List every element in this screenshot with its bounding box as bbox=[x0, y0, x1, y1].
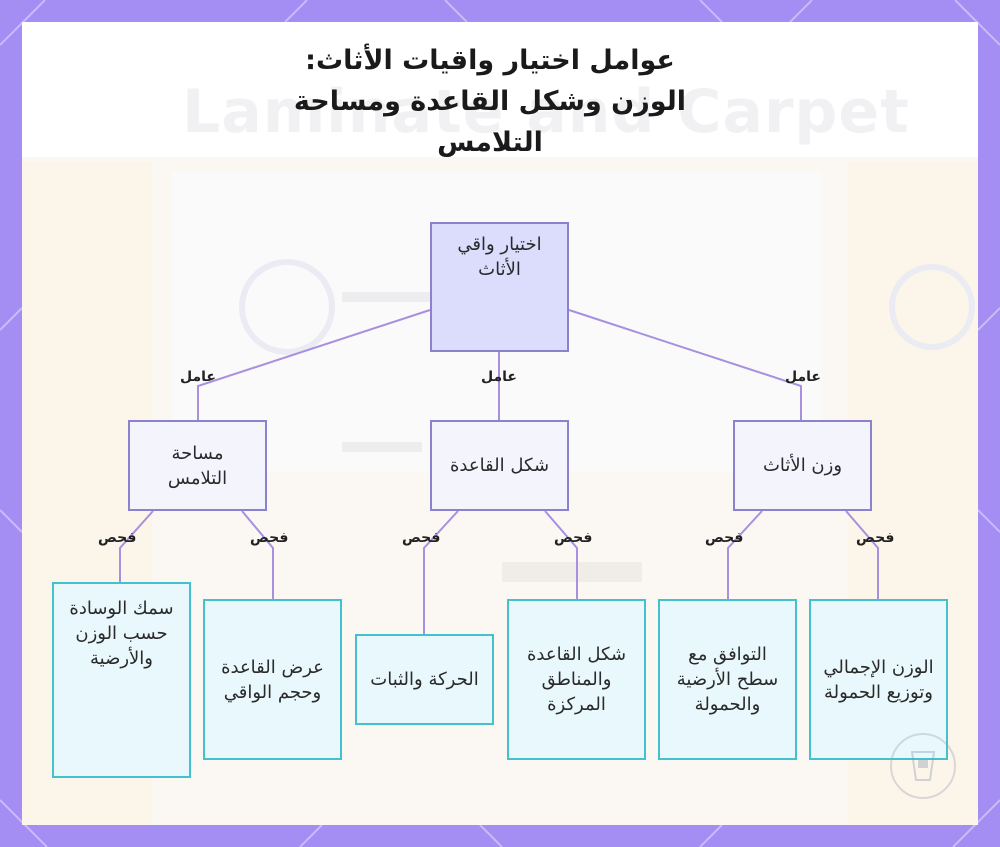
check-label: سمك الوسادة حسب الوزن والأرضية bbox=[69, 598, 174, 669]
edge-root-to-weight bbox=[568, 309, 802, 420]
factor-node-base-shape: شكل القاعدة bbox=[430, 420, 569, 511]
edge-label-check: فحص bbox=[250, 530, 289, 546]
edge-contact-to-width bbox=[241, 510, 274, 599]
check-node-base-shape-areas: شكل القاعدة والمناطق المركزة bbox=[507, 599, 646, 760]
cup-logo-icon bbox=[890, 733, 956, 799]
edge-base-to-movement bbox=[423, 510, 459, 634]
check-label: الحركة والثبات bbox=[370, 669, 479, 690]
check-node-movement-stability: الحركة والثبات bbox=[355, 634, 494, 725]
edge-weight-to-compat bbox=[727, 510, 763, 599]
edge-base-to-shape bbox=[544, 510, 578, 599]
edge-label-check: فحص bbox=[554, 530, 593, 546]
edge-label-factor: عامل bbox=[180, 369, 216, 385]
edge-label-check: فحص bbox=[705, 530, 744, 546]
check-node-total-weight: الوزن الإجمالي وتوزيع الحمولة bbox=[809, 599, 948, 760]
check-label: الوزن الإجمالي وتوزيع الحمولة bbox=[823, 656, 934, 703]
edge-label-check: فحص bbox=[856, 530, 895, 546]
factor-node-contact-area: مساحة التلامس bbox=[128, 420, 267, 511]
root-node: اختيار واقي الأثاث bbox=[430, 222, 569, 352]
check-node-base-width: عرض القاعدة وحجم الواقي bbox=[203, 599, 342, 760]
edge-contact-to-thickness bbox=[119, 510, 154, 582]
edge-weight-to-total bbox=[845, 510, 879, 599]
edge-label-factor: عامل bbox=[785, 369, 821, 385]
diagram-title: عوامل اختيار واقيات الأثاث: الوزن وشكل ا… bbox=[280, 40, 700, 163]
check-label: عرض القاعدة وحجم الواقي bbox=[221, 656, 324, 703]
edge-label-check: فحص bbox=[98, 530, 137, 546]
check-label: شكل القاعدة والمناطق المركزة bbox=[526, 644, 627, 715]
factor-label: مساحة التلامس bbox=[167, 442, 228, 489]
edge-root-to-contact-area bbox=[197, 309, 431, 420]
edge-label-check: فحص bbox=[402, 530, 441, 546]
edge-label-factor: عامل bbox=[481, 369, 517, 385]
title-line-2: الوزن وشكل القاعدة ومساحة bbox=[293, 86, 687, 117]
factor-label: وزن الأثاث bbox=[762, 455, 843, 476]
factor-node-furniture-weight: وزن الأثاث bbox=[733, 420, 872, 511]
check-node-surface-compat: التوافق مع سطح الأرضية والحمولة bbox=[658, 599, 797, 760]
title-line-1: عوامل اختيار واقيات الأثاث: bbox=[305, 45, 675, 76]
title-line-3: التلامس bbox=[437, 127, 543, 158]
root-node-label: اختيار واقي الأثاث bbox=[457, 234, 542, 280]
check-node-pad-thickness: سمك الوسادة حسب الوزن والأرضية bbox=[52, 582, 191, 778]
background-watermark-text: Laminate and Carpet bbox=[182, 77, 910, 147]
factor-label: شكل القاعدة bbox=[449, 455, 550, 476]
check-label: التوافق مع سطح الأرضية والحمولة bbox=[676, 644, 779, 715]
